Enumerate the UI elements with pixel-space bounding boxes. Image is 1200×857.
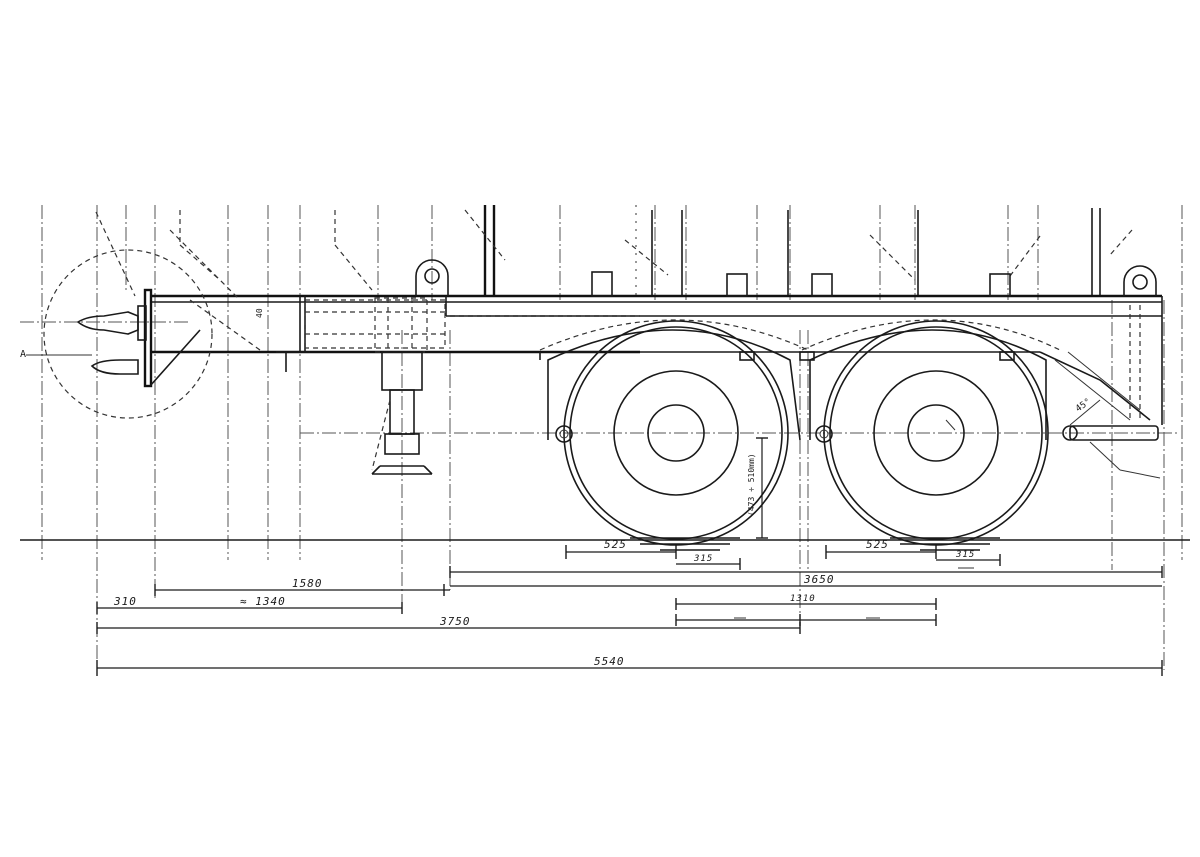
twist-lock-blocks [591,271,1011,297]
dim-kingpin-to-axle: 1580 [292,577,323,590]
dim-overall-front: 3750 [439,615,471,628]
wheel-height-dimension: (473 ÷ 510mm) [747,437,768,539]
lifting-eye-front [415,259,449,296]
dim-rear-section: 3650 [803,573,835,586]
dim-landing-leg: ≈ 1340 [240,595,286,608]
dim-overall-length: 5540 [594,655,625,668]
dim-axle-spacing: 1310 [790,594,816,604]
stanchions [95,205,1133,297]
dim-coupling-offset: 310 [113,595,137,608]
landing-leg [371,351,433,475]
dim-tyre-offset-2: 315 [955,550,975,560]
lifting-eye-rear [1123,265,1157,296]
kingpin-detail: A [20,229,261,419]
weld-symbol: 45° [1069,397,1101,426]
wheel-2 [801,319,1061,551]
dim-hub-offset-2: 525 [866,538,889,551]
frame-bracket: 40 [255,308,310,372]
dimension-lines [96,545,1163,676]
view-marker-label: A [20,349,26,360]
frame-height-label: 40 [255,308,264,318]
wheel-1 [539,319,809,551]
weld-note-label: 45° [1074,397,1093,415]
dimension-labels: 525 315 525 315 3650 1580 310 ≈ 1340 131… [113,538,975,668]
spring-hangers [539,351,1015,361]
dim-tyre-offset-1: 315 [693,554,713,564]
wheel-height-label: (473 ÷ 510mm) [747,453,756,516]
construction-lines [20,205,1183,670]
dim-hub-offset-1: 525 [604,538,627,551]
